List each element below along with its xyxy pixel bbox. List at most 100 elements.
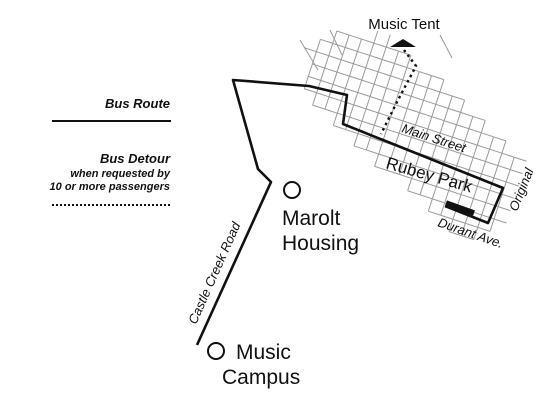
grid-street [344, 46, 358, 52]
marolt-housing-stop-icon [283, 181, 301, 199]
grid-street [303, 47, 317, 53]
grid-street [464, 140, 478, 146]
marolt-housing-label-1: Marolt [282, 207, 341, 230]
grid-street [348, 63, 354, 77]
grid-street [480, 120, 486, 133]
grid-street [423, 87, 429, 101]
grid-street [423, 140, 437, 146]
grid-street [452, 177, 466, 183]
grid-street [452, 218, 466, 224]
grid-street [394, 51, 400, 64]
grid-street [447, 136, 453, 150]
grid-street [468, 157, 474, 171]
grid-street [489, 148, 503, 154]
grid-street [465, 222, 478, 228]
grid-street [427, 116, 433, 130]
grid-street [349, 104, 355, 118]
grid-street [369, 42, 375, 56]
legend: Bus Route Bus Detour when requested by 1… [50, 96, 171, 206]
grid-street [472, 115, 486, 121]
grid-street [460, 152, 474, 158]
legend-bus-detour-note-2: 10 or more passengers [50, 181, 170, 193]
legend-bus-detour-note-1: when requested by [70, 168, 171, 180]
grid-street [435, 91, 441, 105]
grid-street [481, 214, 495, 220]
grid-street [394, 104, 408, 110]
grid-street [390, 63, 395, 77]
grid-street [439, 132, 453, 138]
grid-street [481, 173, 494, 179]
grid-street [436, 186, 449, 191]
grid-street [382, 59, 395, 64]
grid-street [332, 71, 338, 85]
grid-street [427, 128, 441, 134]
grid-street [357, 133, 371, 139]
grid-street [481, 132, 494, 138]
grid-street [509, 157, 515, 170]
grid-street [386, 46, 399, 52]
grid-street [431, 75, 445, 81]
grid-street [435, 103, 449, 109]
grid-street [370, 137, 383, 143]
grid-street [444, 190, 450, 204]
grid-street [345, 87, 358, 93]
grid-street [353, 92, 359, 106]
grid-street [332, 42, 346, 48]
grid-street [448, 190, 462, 196]
music-tent-marker: Music Tent [368, 16, 441, 47]
grid-street [501, 193, 515, 199]
grid-street [456, 153, 462, 166]
grid-street [406, 55, 412, 68]
grid-street [464, 169, 470, 183]
grid-street [378, 141, 384, 155]
music-campus-stop-icon [207, 342, 225, 360]
grid-street [411, 177, 425, 183]
grid-street [415, 83, 428, 89]
grid-street [324, 67, 338, 73]
original-street-label: Original [506, 165, 537, 213]
legend-bus-route-label: Bus Route [105, 96, 170, 111]
grid-street [431, 157, 445, 163]
grid-street [361, 120, 375, 126]
grid-street [414, 112, 420, 126]
grid-street [374, 165, 388, 171]
grid-street [473, 157, 486, 163]
grid-street [461, 235, 474, 241]
grid-street [419, 194, 433, 200]
grid-street [418, 100, 424, 113]
grid-street [345, 117, 351, 130]
grid-street [431, 116, 445, 122]
grid-street [373, 112, 379, 126]
grid-street [510, 169, 523, 175]
grid-street [341, 100, 354, 106]
grid-street [443, 108, 449, 121]
grid-street [505, 169, 511, 183]
grid-street [443, 149, 449, 162]
grid-street [477, 185, 490, 191]
grid-street [402, 79, 416, 85]
grid-street [316, 80, 322, 93]
marolt-housing-label-2: Housing [282, 232, 359, 255]
grid-street [448, 231, 462, 237]
grid-street [407, 190, 421, 196]
grid-street [435, 132, 441, 146]
grid-street [385, 34, 391, 48]
grid-street [501, 152, 515, 158]
grid-street [514, 156, 527, 162]
grid-street [394, 133, 400, 146]
grid-street [402, 149, 408, 163]
grid-street [328, 43, 334, 56]
grid-street [361, 108, 367, 122]
grid-street [481, 202, 487, 216]
grid-street [427, 87, 441, 93]
music-campus-label-2: Campus [222, 366, 300, 389]
grid-street [428, 210, 441, 216]
grid-street [324, 108, 338, 114]
grid-street [435, 173, 441, 187]
grid-street [365, 96, 371, 110]
grid-street [315, 39, 321, 52]
grid-street [485, 161, 499, 167]
grid-street [369, 96, 383, 102]
